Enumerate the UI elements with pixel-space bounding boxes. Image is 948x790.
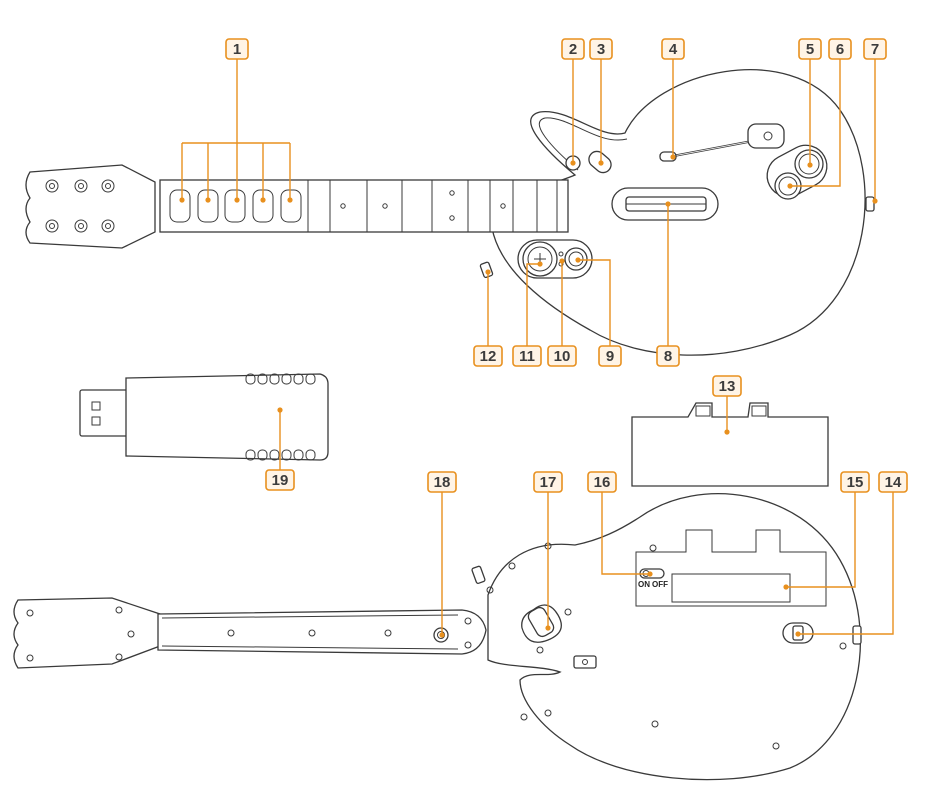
switch-off-label: OFF — [652, 580, 668, 589]
callout-11: 11 — [512, 345, 542, 367]
usb-dongle — [79, 373, 329, 461]
svg-text:12: 12 — [480, 348, 497, 365]
leader-lines — [181, 59, 894, 635]
svg-text:2: 2 — [569, 41, 577, 58]
back-body — [487, 493, 862, 781]
callout-7: 7 — [863, 38, 887, 60]
callout-2: 2 — [561, 38, 585, 60]
svg-text:16: 16 — [594, 474, 611, 491]
leader-dots — [179, 154, 878, 638]
svg-text:8: 8 — [664, 348, 672, 365]
svg-text:18: 18 — [434, 474, 451, 491]
svg-text:13: 13 — [719, 378, 736, 395]
svg-text:15: 15 — [847, 474, 864, 491]
callout-12: 12 — [473, 345, 503, 367]
callout-10: 10 — [547, 345, 577, 367]
svg-text:7: 7 — [871, 41, 879, 58]
callout-18: 18 — [427, 471, 457, 493]
svg-text:10: 10 — [554, 348, 571, 365]
callout-16: 16 — [587, 471, 617, 493]
front-lower-controls — [517, 239, 593, 279]
callout-15: 15 — [840, 471, 870, 493]
callout-4: 4 — [661, 38, 685, 60]
callout-17: 17 — [533, 471, 563, 493]
fret-buttons — [169, 189, 302, 223]
svg-text:3: 3 — [597, 41, 605, 58]
callout-3: 3 — [589, 38, 613, 60]
svg-text:1: 1 — [233, 41, 241, 58]
whammy-bar — [659, 123, 785, 162]
svg-text:6: 6 — [836, 41, 844, 58]
back-neck — [157, 609, 487, 655]
svg-text:14: 14 — [885, 474, 902, 491]
battery-compartment — [635, 529, 827, 607]
svg-text:11: 11 — [519, 348, 535, 365]
svg-text:5: 5 — [806, 41, 814, 58]
guitar-front-view — [25, 69, 875, 356]
battery-cover — [631, 402, 829, 487]
callout-14: 14 — [878, 471, 908, 493]
front-frets — [307, 180, 558, 232]
callout-19: 19 — [265, 469, 295, 491]
guitar-back-view: ON OFF — [13, 493, 862, 781]
callout-5: 5 — [798, 38, 822, 60]
callout-8: 8 — [656, 345, 680, 367]
front-tuning-pegs — [45, 179, 115, 233]
callout-9: 9 — [598, 345, 622, 367]
back-headstock — [13, 597, 161, 669]
switch-on-label: ON — [638, 580, 650, 589]
callout-1: 1 — [225, 38, 249, 60]
callout-labels: 1 2 3 4 5 6 7 8 9 10 11 12 13 14 15 16 1… — [225, 38, 908, 493]
side-jack-7 — [865, 196, 875, 212]
strum-bar — [611, 187, 719, 221]
callout-6: 6 — [828, 38, 852, 60]
callout-13: 13 — [712, 375, 742, 397]
front-neck — [159, 179, 569, 233]
svg-text:19: 19 — [272, 472, 289, 489]
svg-text:9: 9 — [606, 348, 614, 365]
svg-text:17: 17 — [540, 474, 557, 491]
front-headstock — [25, 164, 156, 249]
side-jack-12 — [479, 261, 494, 279]
svg-text:4: 4 — [669, 41, 678, 58]
